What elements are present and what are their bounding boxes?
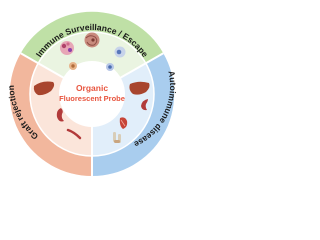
- liver-icon: [33, 81, 55, 96]
- center-title-line2: Fluorescent Probe: [59, 94, 125, 103]
- lymphocyte-icon: [106, 63, 114, 71]
- kidney-icon: [56, 108, 64, 122]
- immune-diagram: Organic Fluorescent Probe Immune Surveil…: [6, 11, 178, 177]
- liver-icon: [129, 81, 150, 95]
- center-circle: [59, 61, 125, 127]
- artery-icon: [66, 128, 82, 140]
- tumor-tissue-icon: [84, 32, 100, 48]
- muscle-icon: [119, 117, 128, 129]
- center-title-line1: Organic: [76, 83, 108, 93]
- immune-cell-icon: [69, 62, 77, 70]
- vesicle-cell-icon: [114, 46, 126, 58]
- tumor-cell-cluster-icon: [60, 41, 74, 55]
- ring-divider: [29, 31, 155, 157]
- bone-joint-icon: [113, 132, 121, 143]
- kidney-icon: [141, 99, 148, 111]
